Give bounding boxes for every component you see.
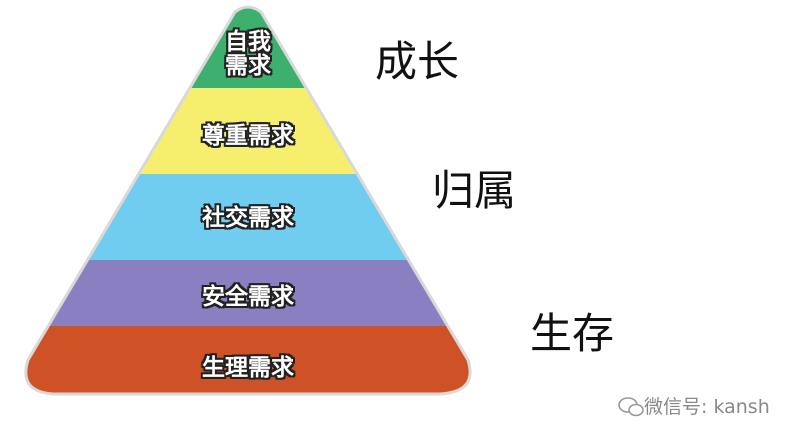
layer-social: [25, 174, 471, 260]
safety-label: 安全需求: [202, 284, 294, 310]
watermark: 微信号: kansh: [620, 392, 770, 419]
wechat-icon: [618, 397, 644, 417]
side-label-survival: 生存: [530, 309, 615, 358]
self-label-line2: 需求: [225, 53, 271, 79]
watermark-text: 微信号: kansh: [644, 396, 770, 418]
pyramid-outline: [24, 5, 472, 396]
self-label-line1: 自我: [225, 29, 271, 55]
layer-esteem: [25, 88, 471, 174]
layer-physiological: [25, 326, 471, 394]
physiological-label: 生理需求: [202, 355, 294, 381]
social-label: 社交需求: [202, 205, 294, 231]
layer-safety: [25, 260, 471, 326]
side-label-growth: 成长: [375, 37, 460, 86]
side-label-belonging: 归属: [432, 166, 517, 215]
esteem-label: 尊重需求: [202, 123, 294, 149]
